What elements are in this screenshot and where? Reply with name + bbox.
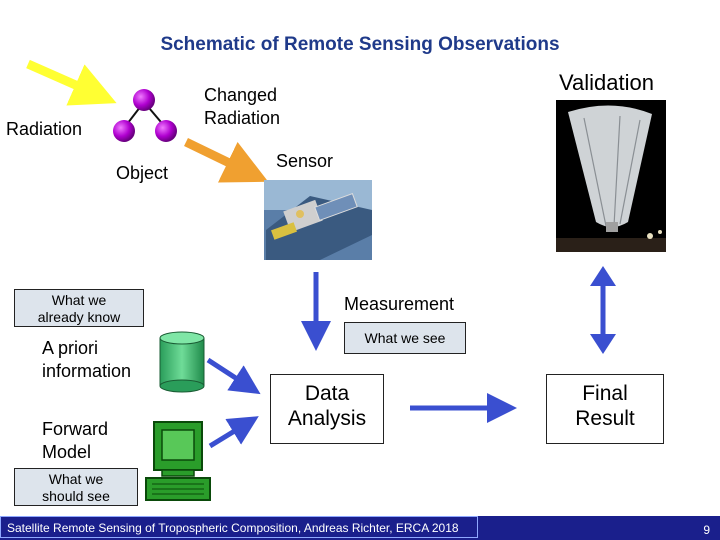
data-analysis-box: Data Analysis: [270, 374, 384, 444]
data-analysis-line1: Data: [304, 382, 350, 405]
computer-icon: [145, 421, 211, 501]
final-result-line2: Result: [575, 407, 635, 430]
what-we-already-know-box: What we already know: [14, 289, 144, 327]
what-we-should-see-box: What we should see: [14, 468, 138, 506]
what-we-already-know-line2: already know: [37, 309, 121, 325]
database-cylinder-icon: [159, 331, 205, 393]
radiation-label: Radiation: [6, 119, 83, 139]
footer-bar: Satellite Remote Sensing of Tropospheric…: [0, 516, 720, 540]
balloon-image: [556, 100, 666, 252]
page-title: Schematic of Remote Sensing Observations: [160, 34, 560, 55]
footer-text: Satellite Remote Sensing of Tropospheric…: [7, 521, 459, 535]
data-analysis-line2: Analysis: [287, 407, 367, 430]
changed-radiation-line2: Radiation: [204, 108, 281, 128]
changed-radiation-line1: Changed: [204, 85, 278, 105]
sensor-label: Sensor: [276, 151, 334, 171]
changed-radiation-label: Changed Radiation: [204, 84, 280, 130]
final-result-line1: Final: [582, 382, 628, 405]
a-priori-arrow: [206, 357, 261, 395]
validation-double-arrow: [590, 266, 616, 354]
forward-model-line2: Model: [42, 442, 92, 462]
what-we-already-know-line1: What we: [51, 292, 107, 308]
forward-model-label: Forward Model: [42, 418, 108, 464]
satellite-image: [264, 180, 372, 260]
object-label: Object: [116, 163, 169, 183]
footer-outline: [0, 516, 478, 538]
what-we-see-box: What we see: [344, 322, 466, 354]
forward-model-line1: Forward: [42, 419, 109, 439]
page-number: 9: [703, 523, 710, 537]
validation-label: Validation: [559, 70, 654, 95]
molecule-icon: [113, 89, 177, 142]
changed-radiation-arrow: [184, 137, 269, 183]
a-priori-line2: information: [42, 361, 132, 381]
forward-model-arrow: [208, 416, 259, 449]
what-we-should-see-line1: What we: [48, 471, 104, 487]
measurement-label: Measurement: [344, 294, 455, 314]
incoming-radiation-arrow: [26, 59, 117, 106]
what-we-should-see-line2: should see: [42, 488, 110, 504]
a-priori-label: A priori information: [42, 337, 131, 383]
final-result-box: Final Result: [546, 374, 664, 444]
a-priori-line1: A priori: [42, 338, 99, 358]
